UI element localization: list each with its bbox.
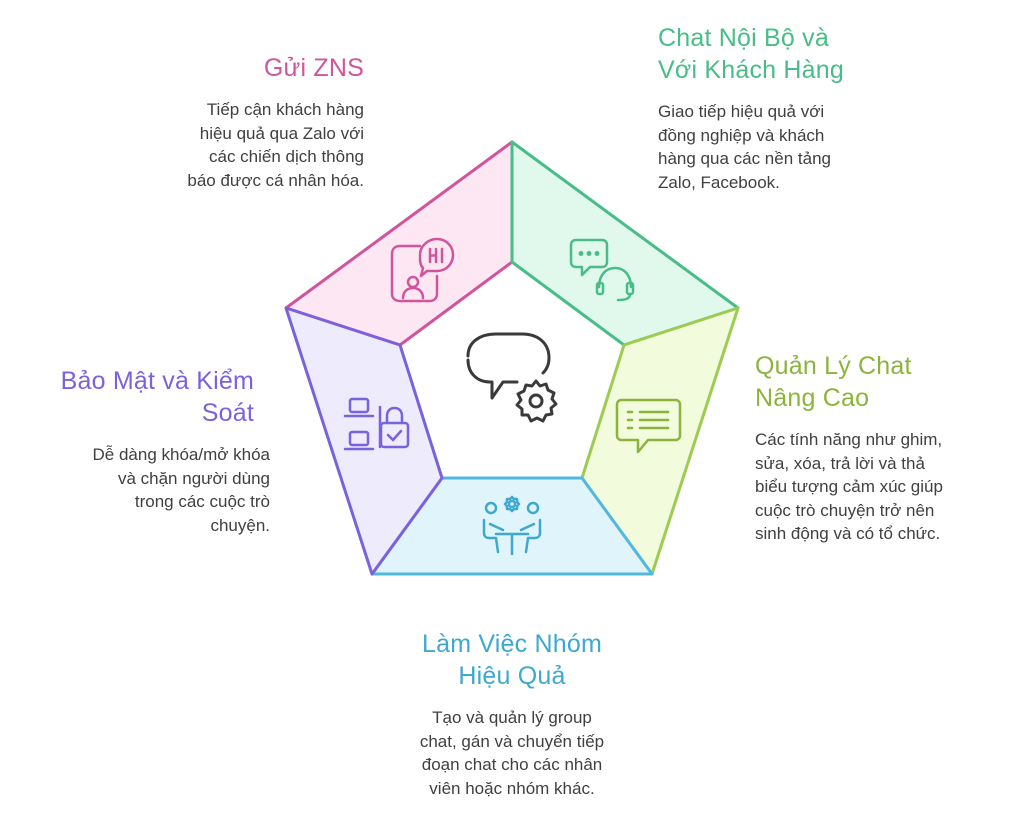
security-desc-line: trong các cuộc trò (134, 492, 270, 511)
team-desc-line: viên hoặc nhóm khác. (429, 778, 595, 798)
team-meeting-icon (482, 495, 542, 556)
chat-hi-icon (390, 237, 455, 303)
team-title-line: Hiệu Quả (458, 662, 566, 690)
advanced-block: Quản Lý Chat Nâng Cao Các tính năng như … (755, 350, 1005, 546)
chat-gear-icon (466, 332, 558, 423)
zns-desc-line: báo được cá nhân hóa. (187, 170, 364, 190)
chat-desc-line: Zalo, Facebook. (658, 172, 780, 192)
chat-title-line: Với Khách Hàng (658, 56, 844, 84)
team-desc-line: Tạo và quản lý group (432, 708, 592, 727)
segment-security (284, 306, 444, 576)
chat-title: Chat Nội Bộ và Với Khách Hàng (658, 22, 938, 86)
advanced-desc-line: sửa, xóa, trả lời và thả (755, 453, 925, 473)
zns-title: Gửi ZNS (120, 52, 364, 84)
laptop-lock-icon (343, 397, 410, 451)
advanced-desc-line: biểu tượng cảm xúc giúp (755, 477, 943, 496)
chat-title-line: Chat Nội Bộ và (658, 24, 829, 52)
advanced-title-line: Nâng Cao (755, 384, 870, 412)
advanced-desc-line: Các tính năng như ghim, (755, 430, 943, 449)
advanced-title: Quản Lý Chat Nâng Cao (755, 350, 1005, 414)
advanced-description: Các tính năng như ghim, sửa, xóa, trả lờ… (755, 428, 1005, 546)
security-description: Dễ dàng khóa/mở khóa và chặn người dùng … (20, 443, 270, 537)
advanced-desc-line: sinh động và có tổ chức. (755, 524, 941, 543)
security-title-line: Soát (201, 399, 254, 427)
zns-desc-line: các chiến dịch thông (209, 147, 364, 166)
team-desc-line: chat, gán và chuyển tiếp (419, 731, 605, 751)
security-block: Bảo Mật và Kiểm Soát Dễ dàng khóa/mở khó… (20, 365, 270, 537)
team-title-line: Làm Việc Nhóm (422, 630, 602, 658)
team-description: Tạo và quản lý group chat, gán và chuyển… (382, 706, 642, 800)
security-desc-line: và chặn người dùng (117, 468, 270, 488)
security-title-line: Bảo Mật và Kiểm (60, 367, 254, 395)
security-title: Bảo Mật và Kiểm Soát (20, 365, 254, 429)
team-desc-line: đoạn chat cho các nhân (421, 755, 603, 774)
advanced-title-line: Quản Lý Chat (755, 352, 912, 380)
security-desc-line: Dễ dàng khóa/mở khóa (92, 445, 270, 464)
zns-description: Tiếp cận khách hàng hiệu quả qua Zalo vớ… (120, 98, 364, 192)
chat-desc-line: Giao tiếp hiệu quả với (658, 102, 825, 121)
team-title: Làm Việc Nhóm Hiệu Quả (382, 628, 642, 692)
chat-desc-line: đồng nghiệp và khách (658, 125, 825, 145)
zns-desc-line: hiệu quả qua Zalo với (199, 123, 364, 143)
chat-block: Chat Nội Bộ và Với Khách Hàng Giao tiếp … (658, 22, 938, 194)
advanced-desc-line: cuộc trò chuyện trở nên (755, 500, 935, 520)
zns-title-line: Gửi ZNS (263, 54, 364, 82)
chat-desc-line: hàng qua các nền tảng (658, 149, 831, 168)
chat-description: Giao tiếp hiệu quả với đồng nghiệp và kh… (658, 100, 938, 194)
zns-desc-line: Tiếp cận khách hàng (206, 100, 364, 119)
security-desc-line: chuyện. (210, 515, 270, 535)
zns-block: Gửi ZNS Tiếp cận khách hàng hiệu quả qua… (120, 52, 364, 192)
chat-headset-icon (569, 238, 635, 302)
message-list-icon (615, 398, 682, 454)
team-block: Làm Việc Nhóm Hiệu Quả Tạo và quản lý gr… (382, 628, 642, 800)
